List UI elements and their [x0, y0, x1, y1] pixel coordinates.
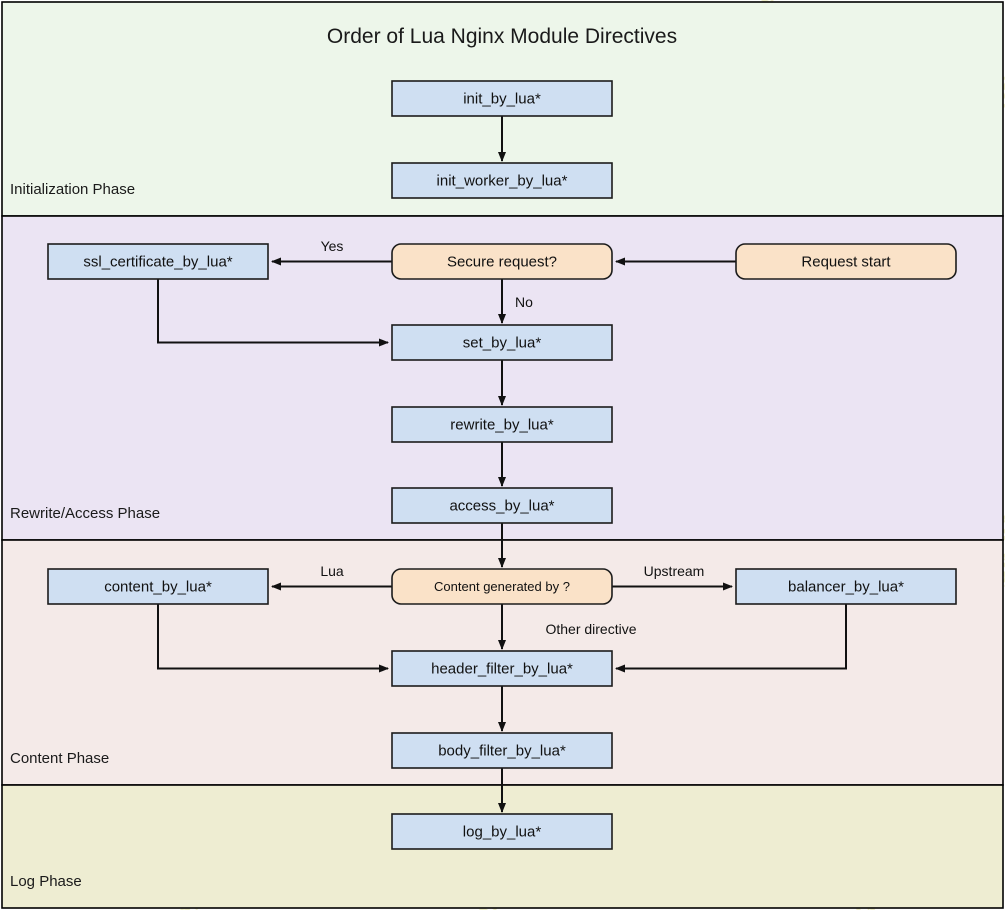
- node-label-header_filter_by_lua: header_filter_by_lua*: [431, 660, 573, 677]
- edge-label-contentgen-lua-to-contentbylua: Lua: [320, 563, 344, 579]
- node-box-init_worker_by_lua[interactable]: [391, 162, 613, 199]
- node-label-log_by_lua: log_by_lua*: [463, 823, 542, 840]
- node-box-ssl_certificate_by_lua[interactable]: [47, 243, 269, 280]
- node-label-request_start: Request start: [801, 253, 891, 270]
- node-box-body_filter_by_lua[interactable]: [391, 732, 613, 769]
- edge-ssl-to-set: [157, 279, 389, 347]
- node-set_by_lua[interactable]: set_by_lua*: [391, 324, 613, 361]
- node-label-init_by_lua: init_by_lua*: [463, 90, 541, 107]
- node-label-init_worker_by_lua: init_worker_by_lua*: [437, 172, 568, 189]
- node-label-ssl_certificate_by_lua: ssl_certificate_by_lua*: [83, 253, 232, 270]
- edge-label-secure-yes-to-ssl: Yes: [321, 238, 344, 254]
- node-box-init_by_lua[interactable]: [391, 80, 613, 117]
- edge-label-contentgen-other-to-headerfilter: Other directive: [545, 621, 636, 637]
- edge-contentbylua-to-headerfilter: [157, 604, 389, 673]
- node-header_filter_by_lua[interactable]: header_filter_by_lua*: [391, 650, 613, 687]
- node-label-secure_request: Secure request?: [447, 253, 557, 270]
- phase-label-initialization: Initialization Phase: [10, 181, 135, 198]
- node-body_filter_by_lua[interactable]: body_filter_by_lua*: [391, 732, 613, 769]
- node-box-access_by_lua[interactable]: [391, 487, 613, 524]
- node-request_start[interactable]: Request start: [735, 243, 957, 280]
- node-box-set_by_lua[interactable]: [391, 324, 613, 361]
- node-init_worker_by_lua[interactable]: init_worker_by_lua*: [391, 162, 613, 199]
- node-box-balancer_by_lua[interactable]: [735, 568, 957, 605]
- node-label-access_by_lua: access_by_lua*: [449, 497, 554, 514]
- node-content_generated_by[interactable]: Content generated by ?: [391, 568, 613, 605]
- node-balancer_by_lua[interactable]: balancer_by_lua*: [735, 568, 957, 605]
- node-label-rewrite_by_lua: rewrite_by_lua*: [450, 416, 554, 433]
- node-box-log_by_lua[interactable]: [391, 813, 613, 850]
- node-box-content_generated_by[interactable]: [391, 568, 613, 605]
- node-secure_request[interactable]: Secure request?: [391, 243, 613, 280]
- node-rewrite_by_lua[interactable]: rewrite_by_lua*: [391, 406, 613, 443]
- node-label-set_by_lua: set_by_lua*: [463, 334, 542, 351]
- edge-label-secure-no-to-set: No: [515, 294, 533, 310]
- phase-label-log: Log Phase: [10, 873, 82, 890]
- nodes-group: init_by_lua* init_worker_by_lua* ssl_certi…: [47, 80, 957, 850]
- node-label-content_by_lua: content_by_lua*: [104, 578, 212, 595]
- node-box-secure_request[interactable]: [391, 243, 613, 280]
- page-title: Order of Lua Nginx Module Directives: [327, 25, 677, 48]
- edge-balancer-to-headerfilter: [615, 604, 847, 673]
- phase-label-rewrite-access: Rewrite/Access Phase: [10, 505, 160, 522]
- node-label-balancer_by_lua: balancer_by_lua*: [788, 578, 904, 595]
- node-box-content_by_lua[interactable]: [47, 568, 269, 605]
- node-init_by_lua[interactable]: init_by_lua*: [391, 80, 613, 117]
- phase-label-content: Content Phase: [10, 750, 109, 767]
- node-label-body_filter_by_lua: body_filter_by_lua*: [438, 742, 566, 759]
- node-box-request_start[interactable]: [735, 243, 957, 280]
- node-content_by_lua[interactable]: content_by_lua*: [47, 568, 269, 605]
- node-access_by_lua[interactable]: access_by_lua*: [391, 487, 613, 524]
- node-box-rewrite_by_lua[interactable]: [391, 406, 613, 443]
- node-label-content_generated_by: Content generated by ?: [434, 579, 570, 594]
- node-ssl_certificate_by_lua[interactable]: ssl_certificate_by_lua*: [47, 243, 269, 280]
- edge-label-contentgen-upstream-to-balancer: Upstream: [644, 563, 705, 579]
- node-log_by_lua[interactable]: log_by_lua*: [391, 813, 613, 850]
- node-box-header_filter_by_lua[interactable]: [391, 650, 613, 687]
